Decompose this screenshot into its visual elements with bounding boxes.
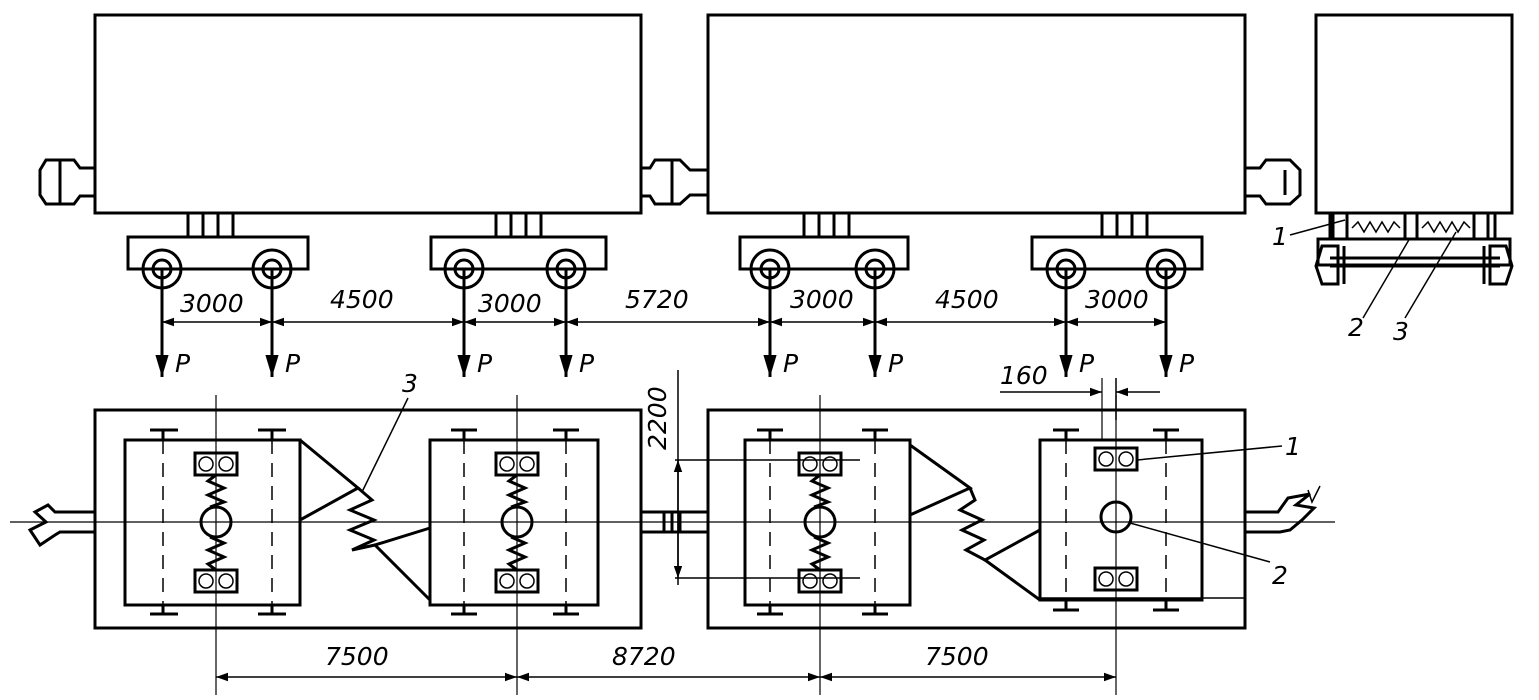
dim-7500-b: 7500: [925, 642, 989, 671]
axle-spacing-dimensions: 3000 4500 3000 5720 3000 4500 3000: [162, 285, 1166, 327]
bogie-side-2: [429, 213, 608, 290]
coupler-right: [1245, 158, 1302, 206]
end-view: 1 2 3: [1272, 13, 1514, 346]
end-view-callout-3: 3: [1393, 317, 1409, 346]
coupler-middle: [641, 158, 710, 206]
load-label-8: P: [1179, 349, 1195, 378]
dim-3000-c: 3000: [790, 285, 854, 314]
platform-body-1: [93, 13, 643, 215]
side-view: P P P P P P P P 3000 4500 3000 5720 3000…: [38, 13, 1302, 378]
bogie-plan-4: [982, 428, 1245, 612]
plan-view: 2200 160 3 1 2 7500 8720 7500: [10, 361, 1335, 695]
dim-5720: 5720: [625, 285, 689, 314]
hook-right: [1245, 492, 1318, 534]
platform-body-2: [706, 13, 1247, 215]
dim-160: 160: [1000, 361, 1048, 390]
dim-3000-b: 3000: [478, 289, 542, 318]
load-label-4: P: [579, 349, 595, 378]
hook-left: [27, 503, 95, 548]
dim-3000-a: 3000: [180, 289, 244, 318]
load-label-2: P: [285, 349, 301, 378]
bogie-plan-2: [372, 428, 600, 616]
coupler-left: [38, 158, 95, 206]
end-view-callout-2: 2: [1348, 313, 1364, 342]
bogie-center-dimensions: 7500 8720 7500: [216, 642, 1116, 682]
dim-2200: 2200: [643, 386, 672, 450]
spring-3-plan-b: [956, 487, 988, 562]
plan-callout-2: 2: [1272, 561, 1288, 590]
dim-4500-b: 4500: [935, 285, 999, 314]
dim-4500-a: 4500: [330, 285, 394, 314]
plan-callout-3: 3: [402, 369, 418, 398]
load-label-6: P: [888, 349, 904, 378]
load-labels: P P P P P P P P: [175, 349, 1195, 378]
load-label-1: P: [175, 349, 191, 378]
bogie-side-4: [1030, 213, 1204, 290]
dim-3000-d: 3000: [1085, 285, 1149, 314]
plan-callout-1: 1: [1285, 432, 1301, 461]
dim-7500-a: 7500: [325, 642, 389, 671]
offset-dimension: 160: [1000, 361, 1160, 420]
end-view-callout-1: 1: [1272, 222, 1288, 251]
bogie-side-1: [126, 213, 310, 290]
bogie-plan-3: [675, 428, 973, 616]
bogie-side-3: [738, 213, 910, 290]
load-label-3: P: [477, 349, 493, 378]
width-dimension: 2200: [643, 370, 683, 585]
spring-3-plan-a: [346, 486, 378, 552]
load-label-5: P: [783, 349, 799, 378]
dim-8720: 8720: [612, 642, 676, 671]
load-label-7: P: [1079, 349, 1095, 378]
